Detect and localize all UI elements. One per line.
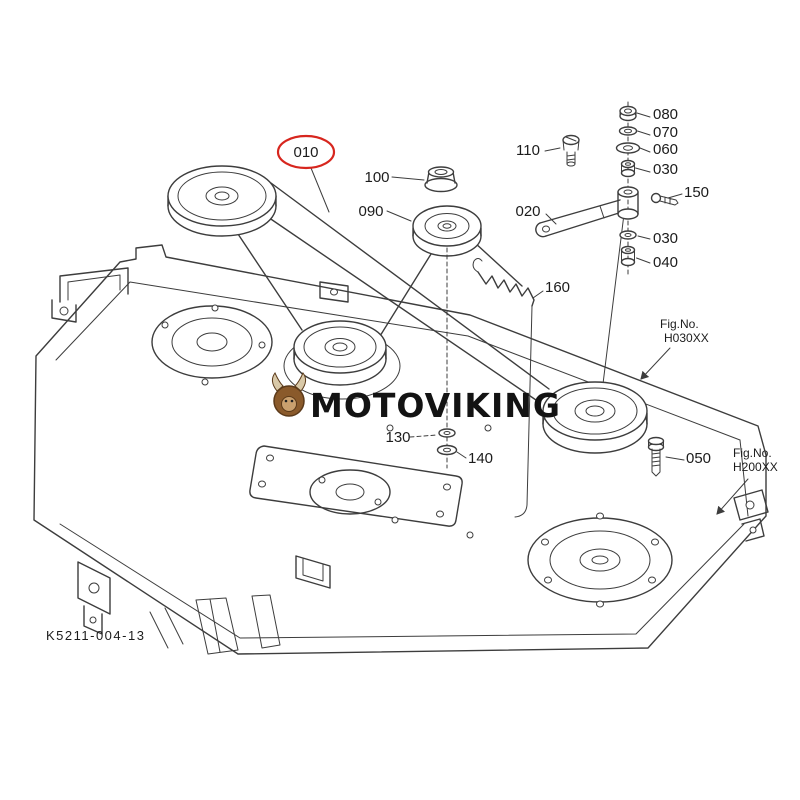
callout-020: 020 [515, 203, 540, 220]
collar-040 [620, 245, 636, 267]
bushing [617, 186, 639, 220]
collar-030-upper [620, 159, 636, 178]
fig-ref-h200: Fig.No. H200XX [733, 446, 778, 474]
bolt-050 [647, 436, 665, 477]
spindle-pulley-middle [293, 320, 387, 386]
tension-spring-160 [472, 258, 535, 518]
pivot-rod [599, 213, 625, 409]
fig-ref-h200-label: Fig.No. [733, 446, 772, 460]
washer-140 [436, 444, 458, 456]
callout-030-lower: 030 [653, 230, 678, 247]
washer-070 [618, 126, 638, 136]
bolt-150 [650, 192, 679, 206]
callout-080: 080 [653, 106, 678, 123]
callout-060: 060 [653, 141, 678, 158]
deck-chamber-right [527, 512, 673, 608]
cap-100 [424, 166, 458, 193]
callout-140: 140 [468, 450, 493, 467]
callout-150: 150 [684, 184, 709, 201]
callout-030-upper: 030 [653, 161, 678, 178]
callout-090: 090 [358, 203, 383, 220]
belt-010 [233, 182, 550, 401]
callout-050: 050 [686, 450, 711, 467]
watermark-text: MOTOVIKING [310, 386, 561, 425]
washer-030-lower [619, 230, 637, 240]
pulley-top-left [167, 165, 277, 237]
watermark: MOTOVIKING [271, 372, 561, 425]
deck-outline [33, 244, 769, 655]
idler-pulley-090 [412, 205, 482, 257]
callout-040: 040 [653, 254, 678, 271]
callout-labels: 010 100 090 110 020 080 070 060 030 150 … [293, 106, 711, 467]
leader-lines [310, 112, 749, 515]
callout-100: 100 [364, 169, 389, 186]
deck-chamber-bottom [309, 469, 391, 515]
fig-ref-h030-label: Fig.No. [660, 317, 699, 331]
fig-ref-h030: Fig.No. H030XX [660, 317, 709, 345]
callout-160: 160 [545, 279, 570, 296]
bolt-110 [562, 134, 580, 167]
bracket-020 [535, 199, 623, 238]
callout-070: 070 [653, 124, 678, 141]
hardware-stack [615, 101, 641, 275]
motoviking-logo-icon [271, 372, 307, 417]
drawing-number: K5211-004-13 [46, 628, 145, 643]
callout-130: 130 [385, 429, 410, 446]
washer-130 [438, 428, 456, 438]
highlight-circle-010 [276, 134, 336, 170]
pulley-h030 [542, 381, 648, 454]
washer-060 [615, 142, 641, 154]
fig-ref-h030-code: H030XX [664, 331, 709, 345]
deck-chamber-left [151, 304, 273, 386]
callout-110: 110 [516, 142, 540, 159]
fig-ref-h200-code: H200XX [733, 460, 778, 474]
nut-080 [619, 105, 637, 122]
callout-010: 010 [293, 144, 318, 161]
